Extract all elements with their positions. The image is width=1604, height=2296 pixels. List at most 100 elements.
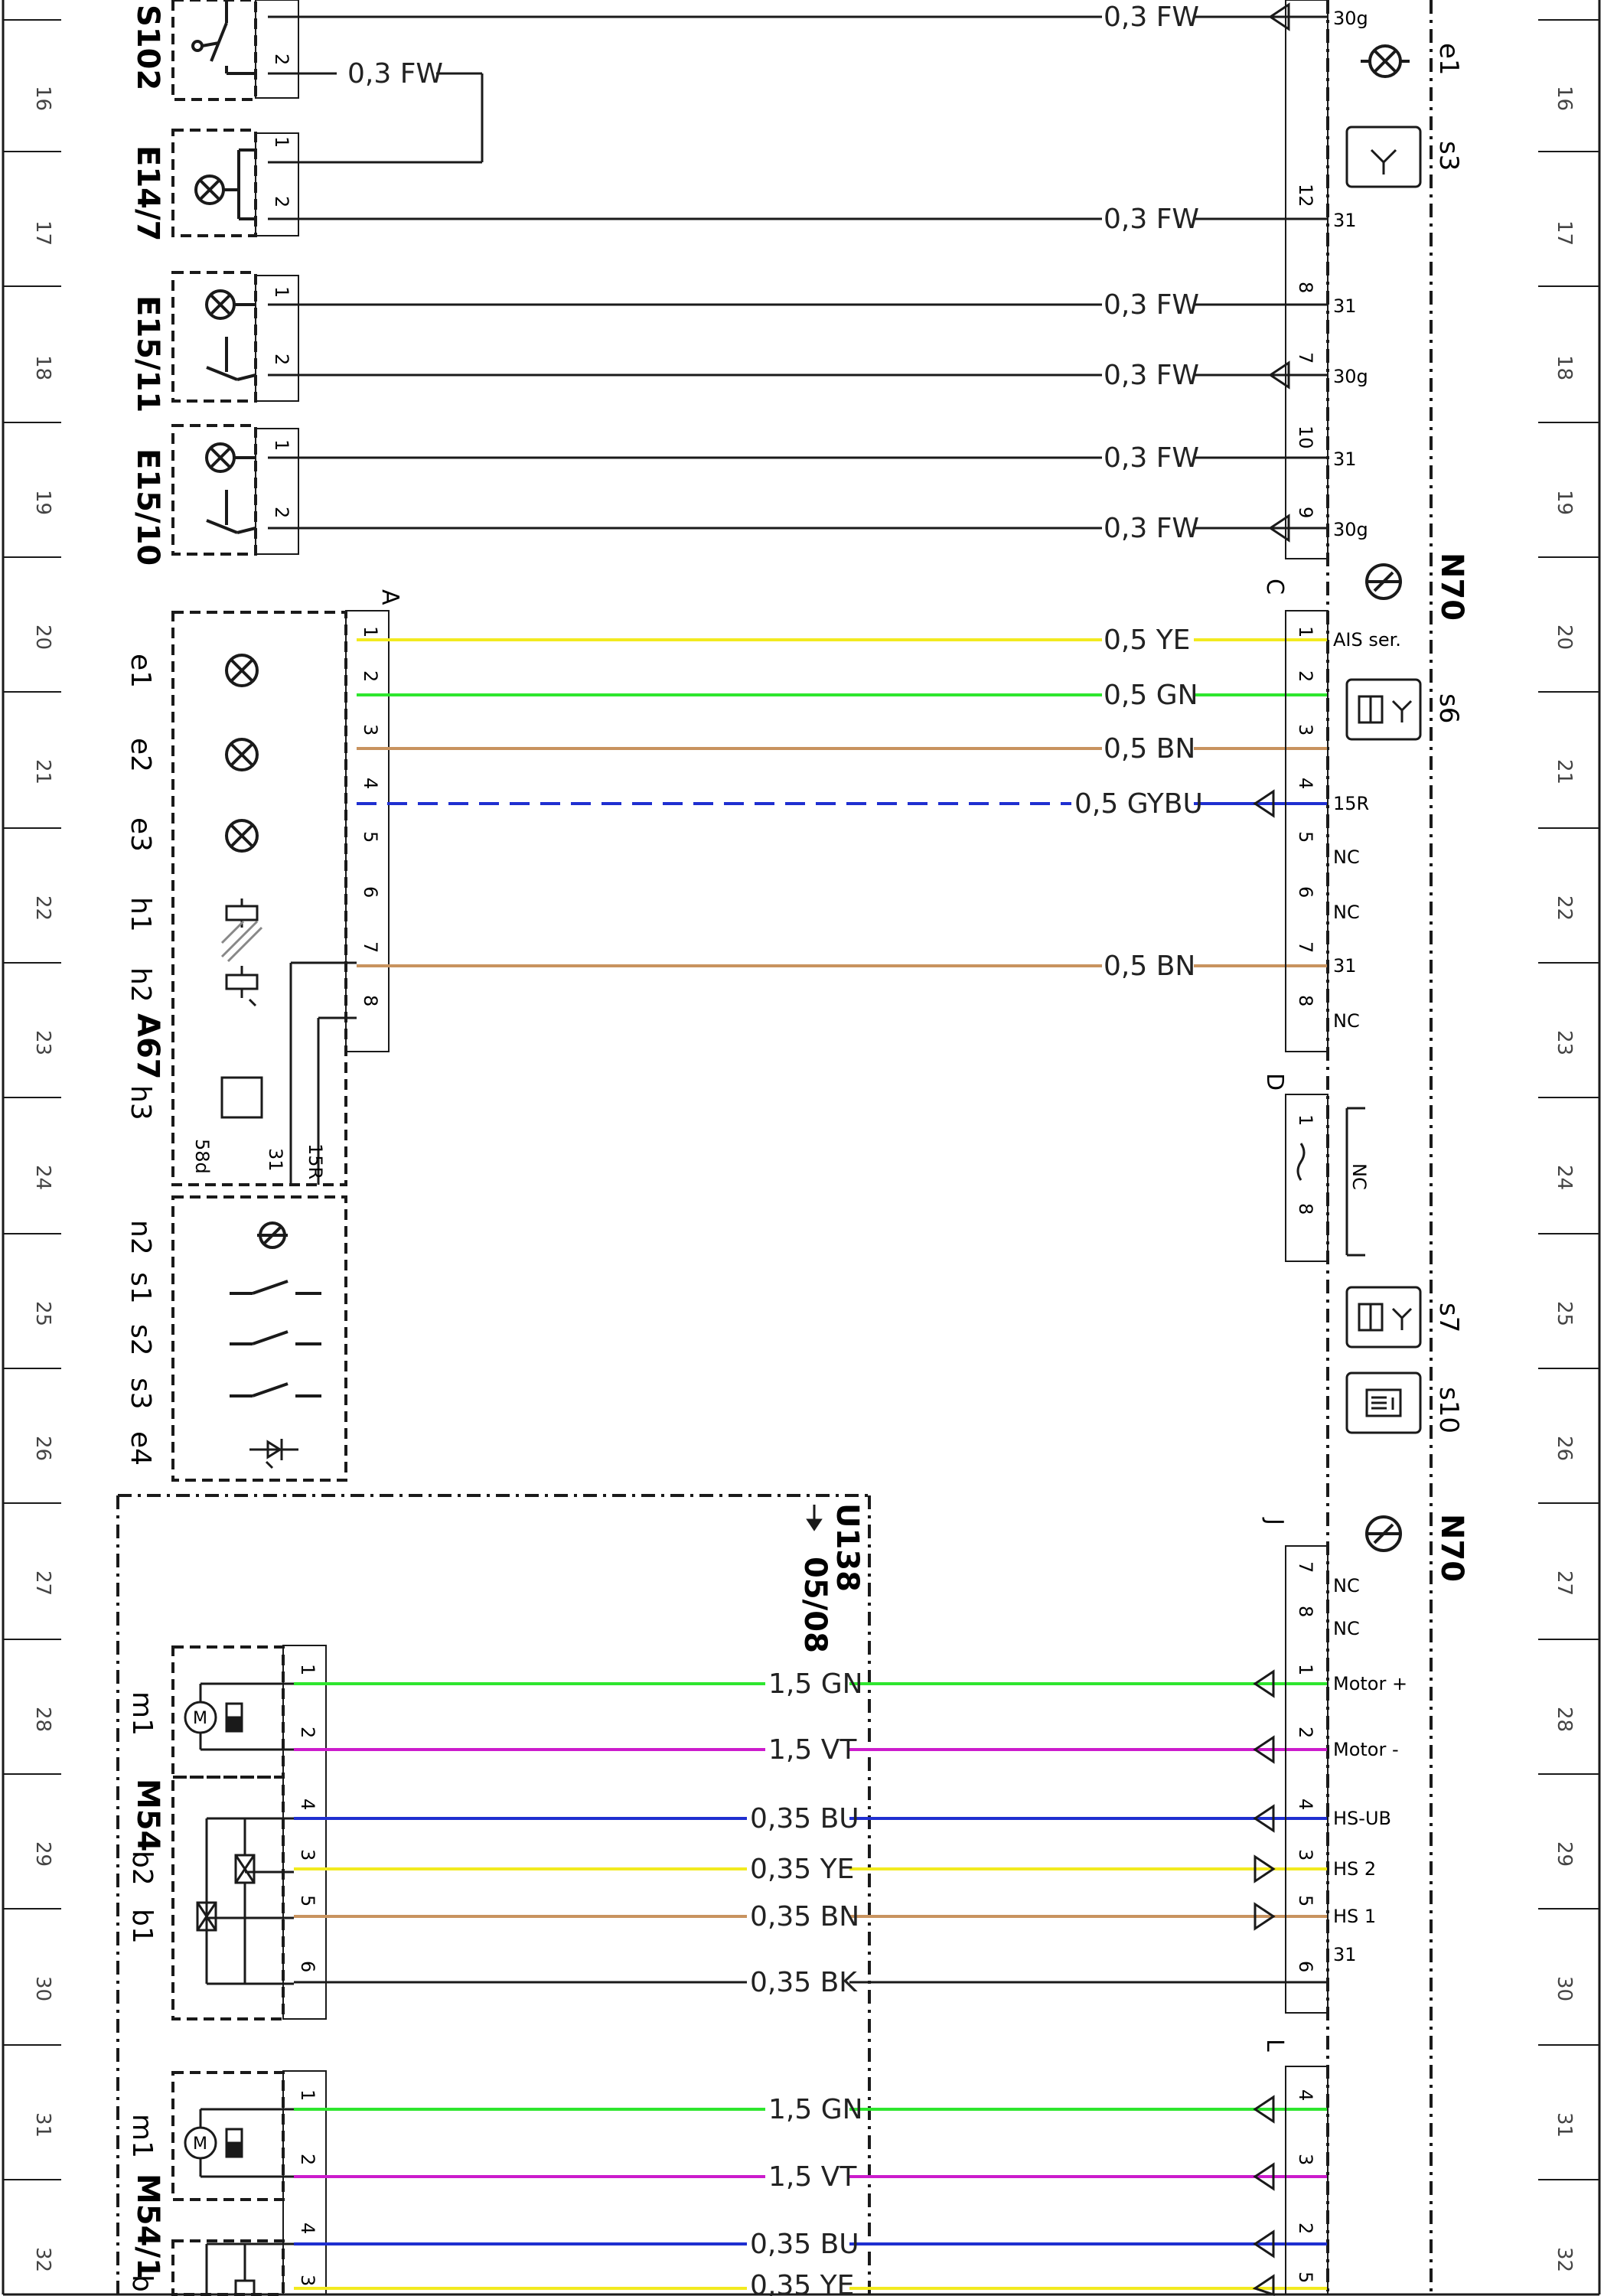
pin-number: 1 [360,626,381,638]
hall-sensor-icon [205,2242,294,2296]
a67-pin-31: 31 [265,1148,286,1172]
grid-row-23: 23 [31,1030,54,1055]
grid-row-32: 32 [31,2247,54,2272]
nc-bracket [1296,1107,1365,1257]
pin-number: 8 [1295,282,1316,293]
component-label-m54: M54 [130,1779,165,1851]
motor-sub-b1: b1 [126,1909,158,1944]
light-sensor-icon [257,1221,288,1249]
lamp-icon [225,738,259,771]
wire-label: 0,5 YE [1104,625,1190,656]
sensor-icon [1345,126,1422,188]
pin-number: 3 [297,1849,318,1861]
pin-number: 6 [1295,1961,1316,1972]
pin-number: 3 [360,724,381,735]
lamp-icon [225,819,259,853]
pin-number: 5 [1295,2272,1316,2283]
pin-number: 6 [297,1961,318,1972]
wire-label: 0,5 GN [1104,680,1198,711]
pin-number: 2 [1295,670,1316,682]
component-label-e15-10: E15/10 [130,448,165,566]
wire-label: 0,3 FW [1104,513,1199,544]
component-label-u138: U138 [830,1503,865,1592]
pin-number: 12 [1295,184,1316,207]
grid-row-21: 21 [1553,759,1576,784]
grid-row-16: 16 [1553,86,1576,111]
pin-number: 2 [271,354,292,365]
arrow-icons [1253,1669,1276,1931]
a67-sub-label: h3 [125,1085,156,1120]
grid-row-28: 28 [31,1707,54,1732]
led-icon [249,1439,298,1469]
pin-number: 1 [297,2089,318,2101]
switch-icon [230,1280,321,1295]
m54-connector [282,1645,327,2020]
n70-connector-j [1285,1545,1329,2014]
component-label-e14-7: E14/7 [130,145,165,241]
pin-function: 31 [1333,295,1357,317]
pin-function: 30g [1333,519,1368,540]
m54-1-boundary [171,2071,285,2296]
pin-number: 5 [360,831,381,843]
pin-function: 30g [1333,366,1368,387]
pin-function: 15R [1333,793,1369,814]
pin-function: NC [1333,1010,1360,1032]
pin-number: 10 [1295,426,1316,449]
grid-row-16: 16 [31,86,54,111]
pin-number: 9 [1295,507,1316,518]
motor-sub-b: b [126,2275,158,2292]
pin-number: 3 [1295,1849,1316,1861]
pin-number: 2 [1295,2223,1316,2234]
pin-number: 1 [1295,1664,1316,1675]
pin-function: Motor + [1333,1673,1407,1694]
pin-number: 3 [1295,2154,1316,2165]
n70-sub-s7: s7 [1433,1303,1464,1332]
pin-number: 4 [297,1799,318,1810]
motor-sub-m1: m1 [126,1691,158,1736]
wire-label: 1,5 GN [768,1668,863,1700]
arrow-icon [1253,789,1275,818]
pin-number: 5 [1295,1895,1316,1906]
led-hatched-icon [220,899,263,963]
switch-icon [230,1382,321,1397]
pin-number: 1 [297,1664,318,1675]
grid-row-27: 27 [1553,1570,1576,1596]
menu-icon [1345,1371,1422,1434]
motor-sub-b2: b2 [126,1851,158,1886]
pin-number: 5 [297,1895,318,1906]
pin-function: NC [1348,1163,1370,1190]
pin-number: 2 [271,196,292,207]
pin-number: 4 [1295,778,1316,789]
pin-number: 2 [297,2154,318,2165]
grid-row-18: 18 [31,355,54,380]
pin-number: 2 [1295,1727,1316,1738]
lamp-switch-icon [205,442,256,534]
wire-label: 0,3 FW [1104,289,1199,321]
pin-function: HS 2 [1333,1858,1376,1880]
pin-number: 1 [271,286,292,298]
display-icon [220,1076,263,1119]
component-label-a67: A67 [130,1013,165,1080]
n70-sub-s10: s10 [1433,1387,1464,1433]
pin-function: NC [1333,1575,1360,1596]
wire-label: 1,5 VT [768,2161,857,2193]
pin-number: 1 [271,136,292,148]
grid-labels-right: 16 17 18 19 20 21 22 23 24 25 26 27 28 2… [1553,86,1576,2272]
a67-sub-label: s1 [125,1272,156,1304]
light-sensor-icon [1365,563,1402,600]
wire-label: 0,3 FW [1104,360,1199,391]
a67-sub-label: e3 [125,817,156,852]
grid-row-31: 31 [31,2112,54,2138]
grid-row-26: 26 [31,1436,54,1461]
lamp-icon [194,148,256,220]
grid-row-20: 20 [1553,625,1576,650]
svg-text:M: M [193,2135,207,2154]
pin-number: 7 [1295,1561,1316,1573]
connector-letter-j: J [1261,1517,1288,1525]
a67-bottom-pins [289,961,357,1185]
pin-number: 6 [360,886,381,898]
pin-function: NC [1333,902,1360,923]
pin-number: 4 [1295,2089,1316,2101]
